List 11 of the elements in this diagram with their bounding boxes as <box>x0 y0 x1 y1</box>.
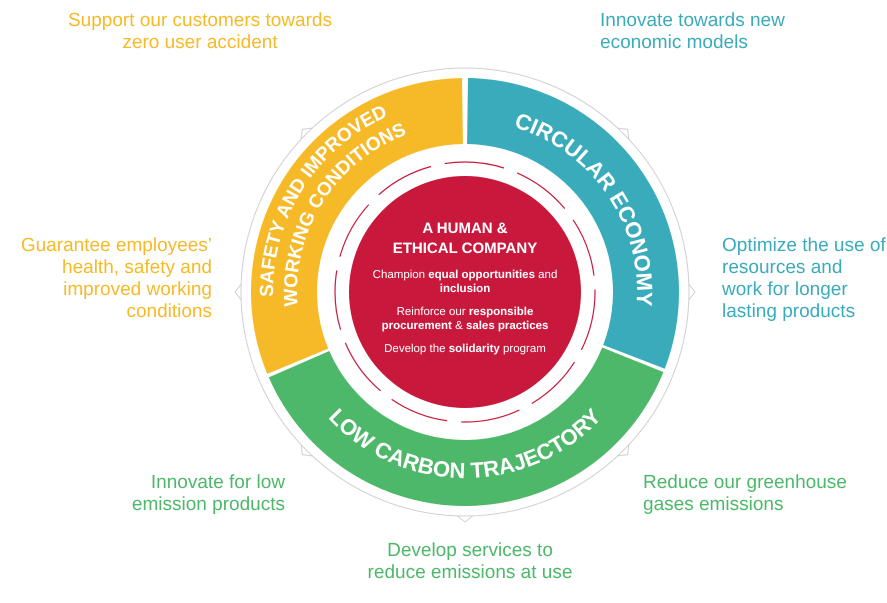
goal-text: Develop services to reduce emissions at use <box>366 540 574 584</box>
goal-text: Innovate towards new economic models <box>600 10 786 54</box>
goal-text: Support our customers towards zero user accident <box>66 10 333 54</box>
commitment-text: Develop the solidarity program <box>384 342 546 356</box>
goal-text: Optimize the use of resources and work for longer lasting products <box>722 235 887 323</box>
goal-text: Innovate for low emission products <box>130 472 285 516</box>
goal-text: Reduce our greenhouse gases emissions <box>643 472 848 516</box>
commitment-text: Reinforce our responsible procurement & sales practices <box>380 305 550 333</box>
center-heading: A HUMAN & ETHICAL COMPANY <box>392 219 538 259</box>
goal-text: Guarantee employees’ health, safety and improved working conditions <box>20 235 212 323</box>
commitment-text: Champion equal opportunities and inclusion <box>372 268 558 296</box>
